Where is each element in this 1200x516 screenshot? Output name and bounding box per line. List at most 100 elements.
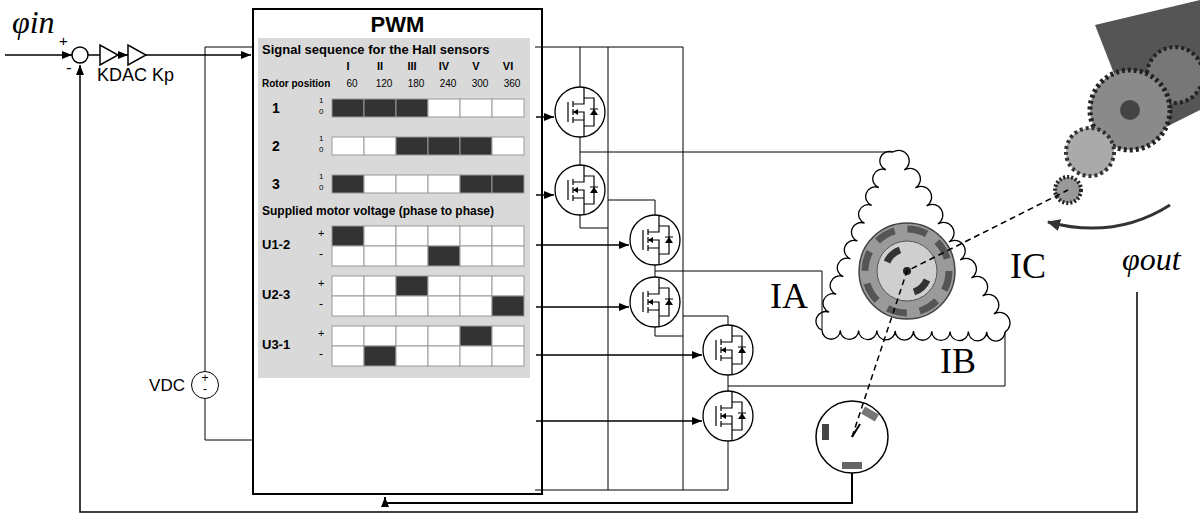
- winding-coil: [816, 151, 893, 330]
- table-text: IV: [439, 61, 449, 72]
- body-diode: [590, 109, 598, 115]
- rotation-arrow: [1048, 205, 1170, 228]
- signal-line: [118, 54, 128, 56]
- voltage-cell: [428, 276, 460, 296]
- phase-current: IC: [1010, 248, 1046, 284]
- voltage-cell: [428, 226, 460, 246]
- signal-line: [146, 54, 251, 56]
- hall-signal-cell: [332, 175, 364, 193]
- hall-feedback-line: [385, 473, 852, 503]
- voltage-cell: [332, 226, 364, 246]
- hall-sensor: [842, 462, 862, 469]
- voltage-cell: [396, 296, 428, 316]
- summing-junction: [72, 47, 88, 63]
- voltage-source: VDC+-: [191, 371, 219, 399]
- block-title: PWM: [254, 14, 541, 36]
- hall-signal-cell: [492, 99, 524, 117]
- sum-sign: -: [66, 59, 72, 76]
- mosfet-body: [568, 87, 598, 137]
- mosfet-arrow: [648, 237, 653, 243]
- hall-sensor: [822, 424, 829, 440]
- input-signal-line: [5, 54, 72, 56]
- table-text: -: [319, 248, 323, 260]
- mosfet-body: [643, 215, 673, 265]
- voltage-cell: [492, 296, 524, 316]
- shaft-axis: [852, 190, 1068, 437]
- body-diode: [738, 413, 746, 419]
- table-text: -: [319, 298, 323, 310]
- hall-signal-cell: [332, 99, 364, 117]
- voltage-cell: [492, 226, 524, 246]
- table-text: Rotor position: [262, 79, 330, 89]
- gain-label: KDAC: [97, 66, 147, 84]
- table-text: II: [377, 61, 383, 72]
- table-text: U1-2: [262, 238, 290, 251]
- gate-signal: [536, 194, 554, 196]
- signal-line: [88, 54, 100, 56]
- input-angle: φin: [12, 6, 55, 38]
- gain-triangle: [100, 45, 118, 65]
- gate-signal: [536, 306, 629, 308]
- voltage-cell: [364, 346, 396, 366]
- voltage-cell: [460, 326, 492, 346]
- polarity-sign: -: [192, 383, 218, 395]
- hall-signal-cell: [396, 137, 428, 155]
- pwm-block: PWM: [252, 8, 543, 495]
- hall-signal-cell: [396, 175, 428, 193]
- mosfet-circle: [555, 87, 605, 137]
- mosfet-arrow: [721, 413, 726, 419]
- hall-sensor: [861, 407, 879, 422]
- sum-sign: +: [59, 33, 68, 48]
- hall-signal-cell: [428, 137, 460, 155]
- table-text: 360: [504, 79, 521, 89]
- hall-signal-cell: [364, 99, 396, 117]
- voltage-cell: [396, 326, 428, 346]
- table-text: 1: [319, 173, 323, 181]
- hall-table-panel: [258, 38, 530, 378]
- table-text: +: [318, 278, 324, 289]
- voltage-cell: [492, 276, 524, 296]
- voltage-cell: [460, 226, 492, 246]
- mosfet-symbol: [703, 391, 753, 441]
- mosfet-circle: [703, 391, 753, 441]
- phase-current: IA: [770, 278, 808, 314]
- voltage-cell: [332, 246, 364, 266]
- mosfet-symbol: [555, 165, 605, 215]
- mosfet-body: [568, 165, 598, 215]
- body-diode: [665, 237, 673, 243]
- body-diode: [665, 299, 673, 305]
- mosfet-circle: [555, 165, 605, 215]
- table-text: -: [319, 348, 323, 360]
- mosfet-symbol: [555, 87, 605, 137]
- table-text: III: [407, 61, 416, 72]
- voltage-cell: [332, 326, 364, 346]
- gate-signal: [536, 244, 629, 246]
- table-text: U2-3: [262, 288, 290, 301]
- hall-signal-cell: [396, 99, 428, 117]
- table-text: 0: [319, 146, 323, 154]
- mosfet-arrow: [648, 299, 653, 305]
- gain-triangle: [128, 45, 146, 65]
- table-text: 300: [472, 79, 489, 89]
- table-text: +: [318, 228, 324, 239]
- voltage-cell: [492, 326, 524, 346]
- mosfet-symbol: [630, 215, 680, 265]
- gate-signal: [536, 420, 702, 422]
- voltage-cell: [364, 246, 396, 266]
- mosfet-arrow: [721, 347, 726, 353]
- gain-label: Kp: [152, 66, 174, 84]
- mosfet-arrow: [573, 187, 578, 193]
- table-text: 0: [319, 108, 323, 116]
- mosfet-body: [716, 325, 746, 375]
- mosfet-circle: [703, 325, 753, 375]
- table-text: 3: [272, 177, 280, 191]
- hall-signal-cell: [428, 175, 460, 193]
- table-text: 120: [376, 79, 393, 89]
- voltage-cell: [396, 226, 428, 246]
- mosfet-body: [716, 391, 746, 441]
- voltage-cell: [460, 346, 492, 366]
- bus-wire: [535, 47, 728, 490]
- hall-signal-cell: [460, 99, 492, 117]
- voltage-cell: [460, 276, 492, 296]
